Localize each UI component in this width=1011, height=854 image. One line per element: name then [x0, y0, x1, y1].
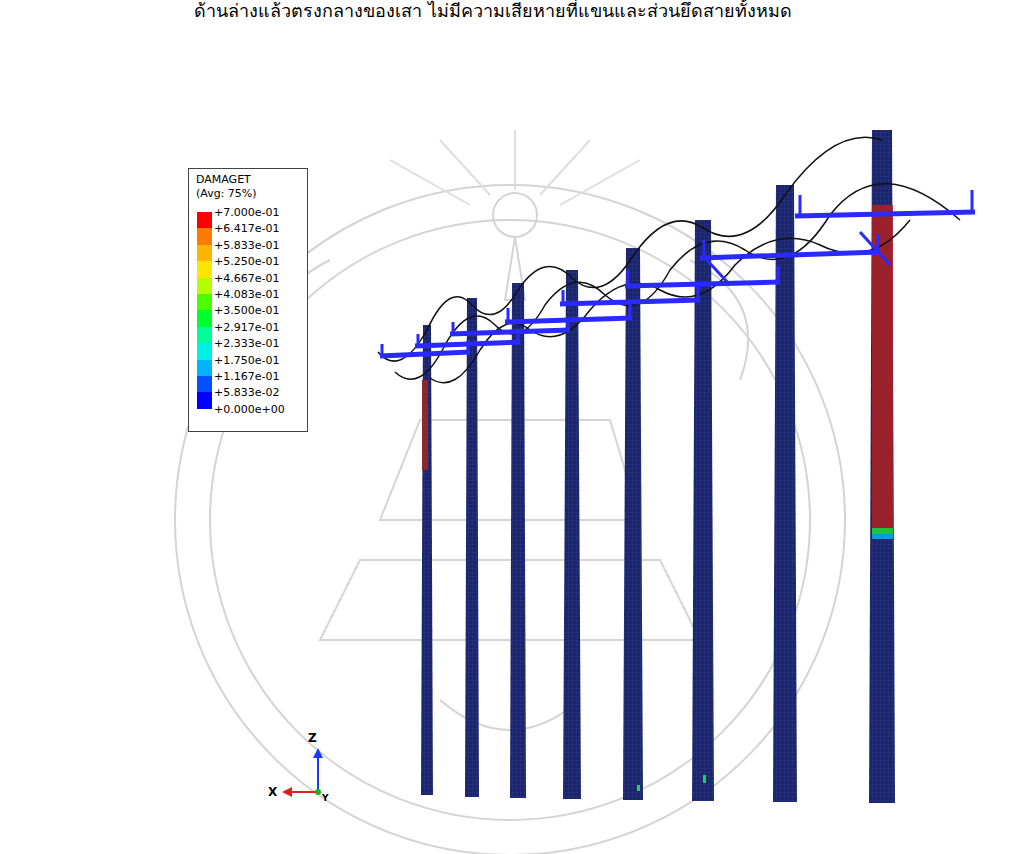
legend-value: +7.000e-01: [214, 207, 279, 218]
legend-swatch: [197, 376, 212, 393]
legend-value: +6.417e-01: [214, 223, 279, 234]
legend-swatch: [197, 245, 212, 262]
legend-value: +5.833e-02: [214, 387, 279, 398]
legend-value: +4.667e-01: [214, 273, 279, 284]
legend-value: +2.333e-01: [214, 338, 279, 349]
legend-swatch: [197, 278, 212, 295]
axis-label: X: [268, 786, 277, 798]
legend-swatch: [197, 360, 212, 377]
caption-line: ด้านล่างแล้วตรงกลางของเสา ไม่มีความเสียห…: [194, 2, 792, 20]
cross-arms: [380, 212, 975, 356]
legend-swatch: [197, 228, 212, 245]
damage-zones: [422, 205, 893, 791]
legend-value: +2.917e-01: [214, 322, 279, 333]
legend-swatch: [197, 327, 212, 344]
legend-swatch: [197, 343, 212, 360]
legend-swatch: [197, 392, 212, 409]
legend-value: +5.833e-01: [214, 240, 279, 251]
legend-swatch: [197, 212, 212, 229]
legend-value: +3.500e-01: [214, 305, 279, 316]
axis-label: Y: [322, 794, 329, 803]
legend-swatch: [197, 261, 212, 278]
legend-swatch: [197, 294, 212, 311]
legend-value: +0.000e+00: [214, 404, 285, 415]
legend-value: +1.167e-01: [214, 371, 279, 382]
legend-swatch: [197, 310, 212, 327]
legend-value: +1.750e-01: [214, 355, 279, 366]
legend-value: +5.250e-01: [214, 256, 279, 267]
conductor-wires: [378, 137, 960, 382]
insulators: [382, 190, 972, 356]
axis-label: Z: [308, 732, 317, 744]
legend-subtitle: (Avg: 75%): [196, 188, 257, 199]
poles: [421, 130, 895, 803]
axis-triad: [282, 748, 323, 797]
legend-value: +4.083e-01: [214, 289, 279, 300]
legend-title: DAMAGET: [196, 174, 251, 185]
